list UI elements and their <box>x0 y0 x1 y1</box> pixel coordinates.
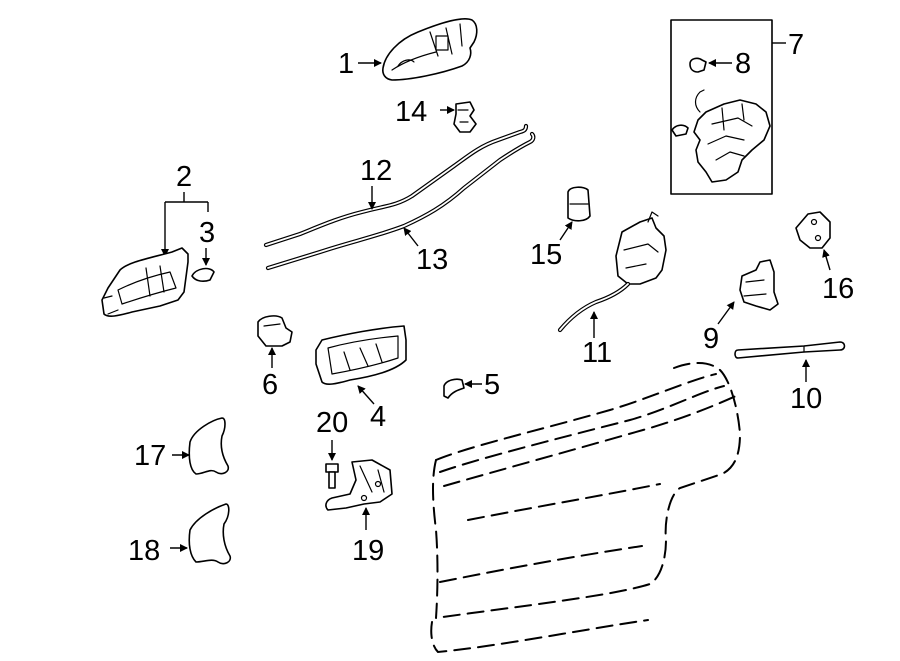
callout-15: 15 <box>530 239 562 271</box>
callout-5: 5 <box>484 369 500 401</box>
callout-2: 2 <box>176 161 192 193</box>
leader-9 <box>717 301 735 325</box>
outside-handle-part <box>382 18 478 81</box>
callout-3: 3 <box>199 217 215 249</box>
leader-2-bracket <box>165 192 208 203</box>
callout-8: 8 <box>735 48 751 80</box>
callout-20: 20 <box>316 407 348 439</box>
callout-19: 19 <box>352 535 384 567</box>
handle-bezel-part-4 <box>315 325 407 385</box>
callout-16: 16 <box>822 273 854 305</box>
lock-rod-part-12 <box>263 123 529 248</box>
bolt-part-20 <box>325 463 339 489</box>
cover-part-18 <box>188 503 232 565</box>
callout-10: 10 <box>790 383 822 415</box>
callout-9: 9 <box>703 323 719 355</box>
clip-part-14 <box>453 101 477 133</box>
inside-handle-part <box>101 247 189 317</box>
callout-4: 4 <box>370 401 386 433</box>
bracket-part-6 <box>257 315 293 347</box>
leader-16 <box>822 249 831 271</box>
lock-rod-part-13 <box>265 131 536 271</box>
striker-part-16 <box>795 211 831 249</box>
callout-18: 18 <box>128 535 160 567</box>
leader-15 <box>559 221 573 241</box>
callout-14: 14 <box>395 96 427 128</box>
callout-13: 13 <box>416 244 448 276</box>
callout-7: 7 <box>788 29 804 61</box>
rear-door-outline <box>430 362 742 654</box>
cover-part-17 <box>188 417 230 475</box>
leader-4 <box>357 385 375 405</box>
hinge-part-9 <box>739 259 779 311</box>
door-lock-actuator-part <box>671 89 771 183</box>
callout-6: 6 <box>262 369 278 401</box>
clip-part-5 <box>443 378 465 399</box>
lock-actuator-part-11 <box>557 211 667 333</box>
hinge-part-19 <box>325 459 393 511</box>
callout-17: 17 <box>134 440 166 472</box>
check-rod-part-10 <box>734 341 846 359</box>
callout-11: 11 <box>582 337 612 369</box>
cap-part-3 <box>191 267 215 282</box>
callout-12: 12 <box>360 155 392 187</box>
leader-13 <box>403 227 419 247</box>
grommet-part-8 <box>689 57 707 73</box>
callout-1: 1 <box>338 48 354 80</box>
